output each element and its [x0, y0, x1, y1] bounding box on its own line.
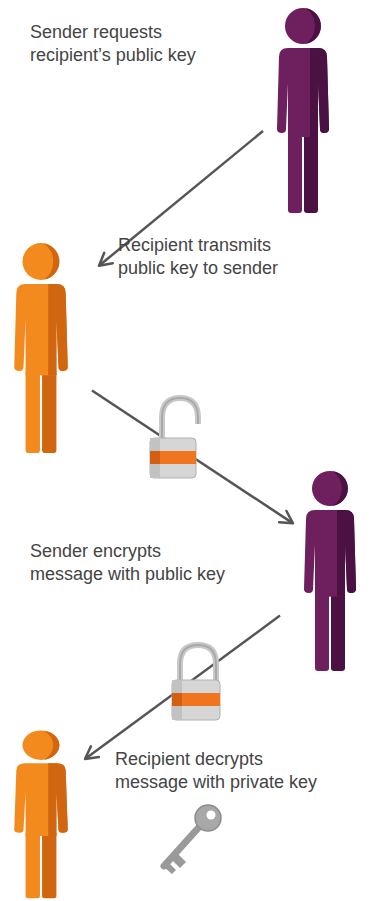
open-padlock: [150, 398, 198, 478]
person-node: Sender requests recipient’s public key: [268, 5, 338, 215]
connector-line: [92, 391, 293, 524]
step-caption: Recipient transmits public key to sender: [118, 234, 318, 280]
connector-line: [85, 616, 280, 759]
private-key: [164, 805, 221, 874]
closed-padlock: [172, 645, 220, 720]
person-node: Recipient decrypts message with private …: [5, 728, 77, 900]
step-caption: Recipient decrypts message with private …: [115, 748, 360, 794]
arrow-head: [99, 253, 113, 266]
person-node: Sender encrypts message with public key: [295, 468, 365, 673]
person-figure: [5, 728, 77, 900]
person-node: Recipient transmits public key to sender: [5, 240, 77, 455]
arrow-connector: [85, 616, 280, 759]
person-figure: [268, 5, 338, 215]
arrow-connector: [92, 391, 293, 524]
step-caption: Sender requests recipient’s public key: [30, 21, 255, 67]
person-figure: [5, 240, 77, 455]
arrow-head: [279, 511, 293, 523]
step-caption: Sender encrypts message with public key: [30, 540, 280, 586]
person-figure: [295, 468, 365, 673]
arrow-head: [85, 746, 99, 759]
